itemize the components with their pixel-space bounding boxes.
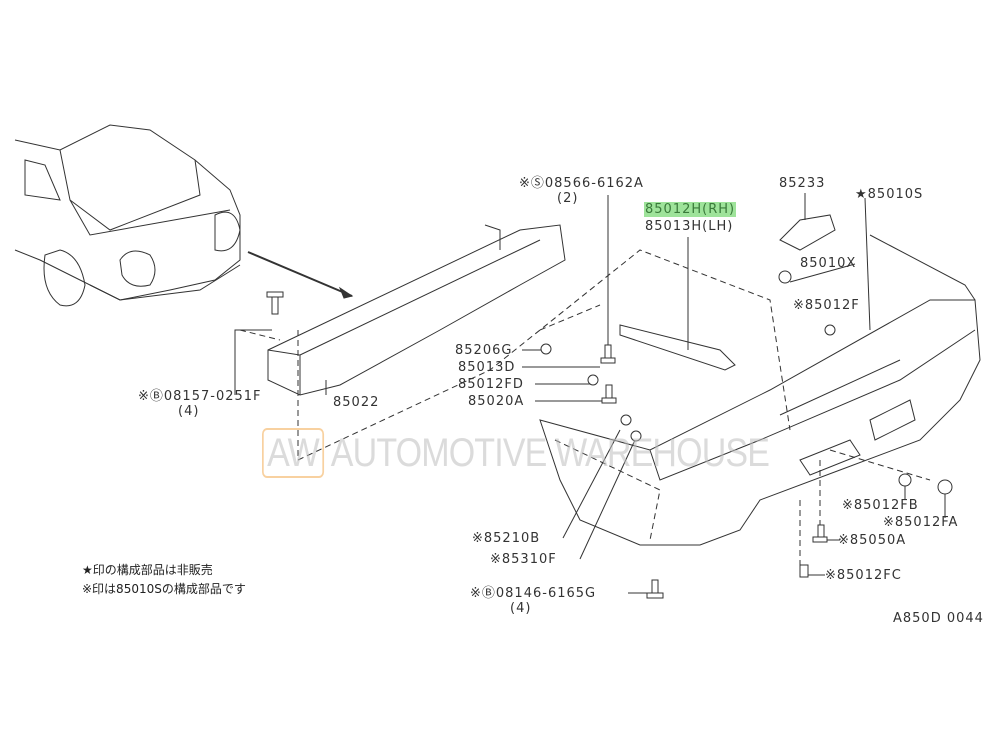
label-08146-6165g[interactable]: ※Ⓑ08146-6165G <box>470 586 597 601</box>
bumper-fascia <box>539 234 981 546</box>
label-85210b[interactable]: ※85210B <box>472 531 541 546</box>
bracket-85012h <box>619 324 736 371</box>
label-85012f[interactable]: ※85012F <box>793 298 860 313</box>
label-qty: (4) <box>178 404 200 419</box>
label-08157-0251f[interactable]: ※Ⓑ08157-0251F <box>138 389 262 404</box>
diagram-id: A850D 0044 <box>893 611 984 626</box>
note-component-of-85010s: ※印は85010Sの構成部品です <box>82 582 246 596</box>
bracket-85233 <box>779 214 836 251</box>
label-85012fa[interactable]: ※85012FA <box>883 515 959 530</box>
fasteners <box>266 270 953 599</box>
leader-lines <box>234 193 946 594</box>
label-85310f[interactable]: ※85310F <box>490 552 557 567</box>
label-08566-6162a[interactable]: ※Ⓢ08566-6162A <box>519 176 644 191</box>
label-85050a[interactable]: ※85050A <box>838 533 907 548</box>
label-85012fc[interactable]: ※85012FC <box>825 568 902 583</box>
note-not-sold: ★印の構成部品は非販売 <box>82 563 213 577</box>
label-85012h-rh-highlighted[interactable]: 85012H(RH) <box>644 202 737 217</box>
label-85013h-lh[interactable]: 85013H(LH) <box>645 219 734 234</box>
label-85010s[interactable]: ★85010S <box>855 187 924 202</box>
car-rear-illustration <box>14 124 241 307</box>
reinforcement-beam <box>267 224 566 396</box>
label-85022[interactable]: 85022 <box>333 395 380 410</box>
leader-dashes <box>239 249 931 575</box>
label-85013d[interactable]: 85013D <box>458 360 516 375</box>
label-85020a[interactable]: 85020A <box>468 394 525 409</box>
label-qty: (2) <box>557 191 579 206</box>
direction-arrow <box>247 251 353 297</box>
label-85012fb[interactable]: ※85012FB <box>842 498 919 513</box>
label-85010x[interactable]: 85010X <box>800 256 857 271</box>
label-85206g[interactable]: 85206G <box>455 343 513 358</box>
label-qty: (4) <box>510 601 532 616</box>
label-85012fd[interactable]: 85012FD <box>458 377 524 392</box>
label-85233[interactable]: 85233 <box>779 176 826 191</box>
